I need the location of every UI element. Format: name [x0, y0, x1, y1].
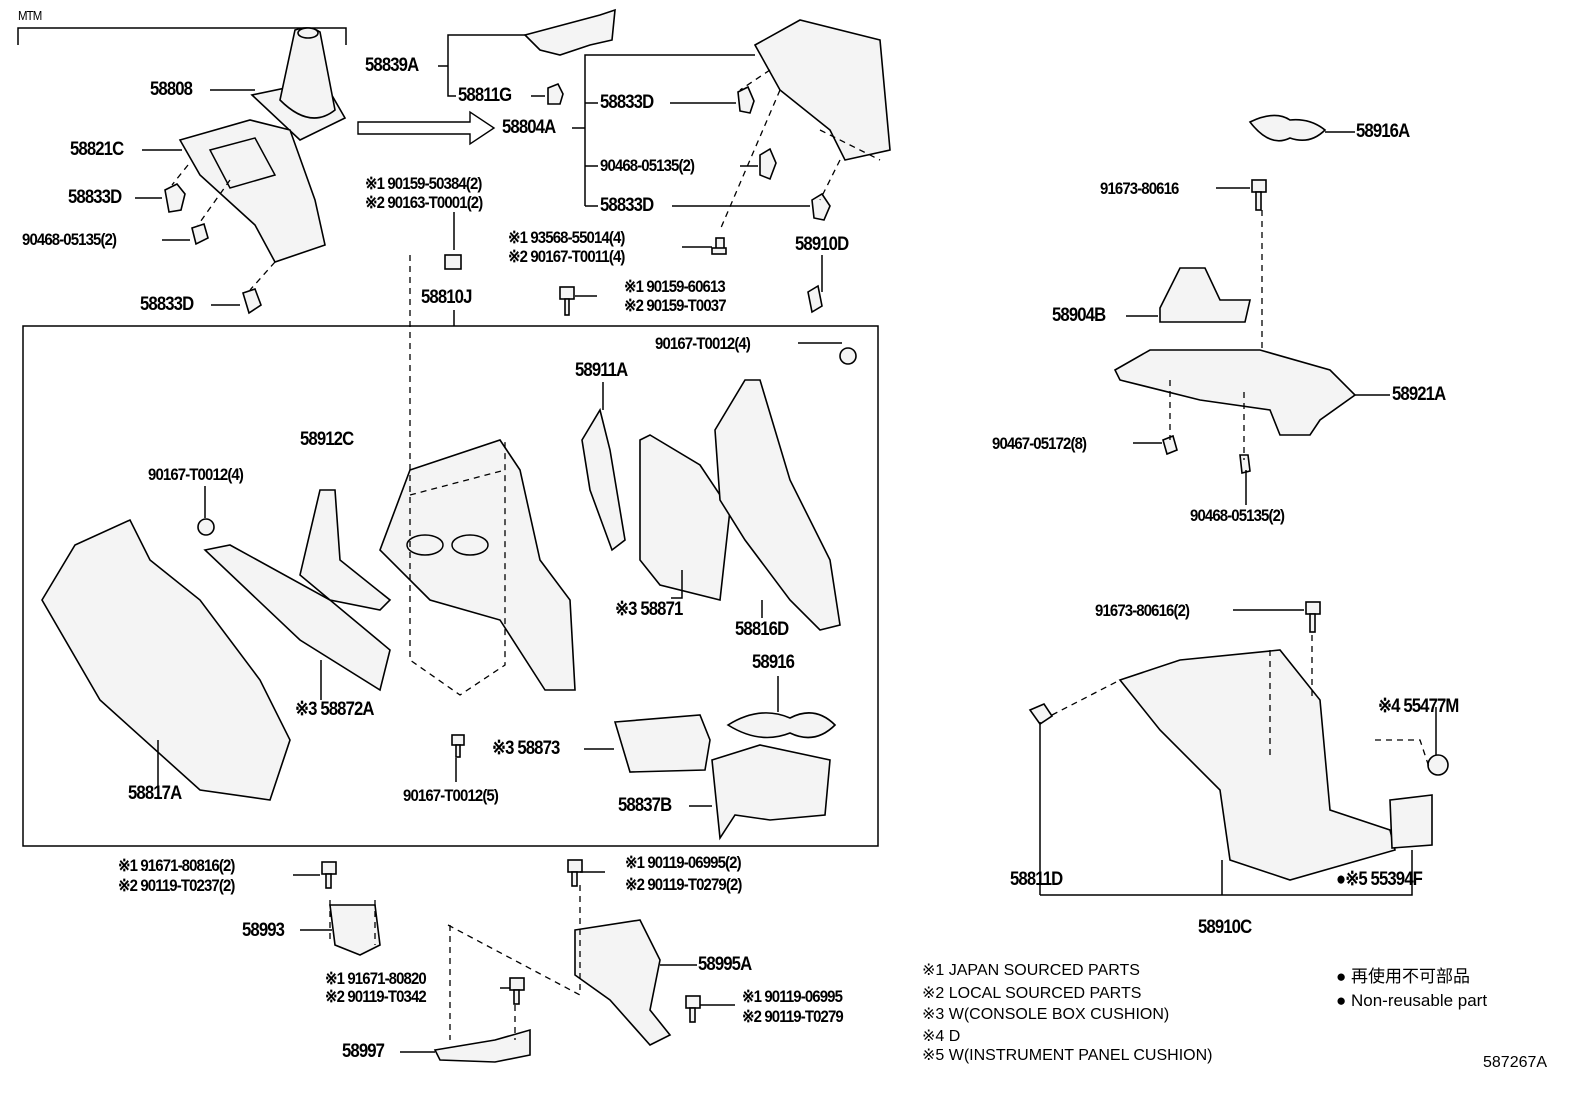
tray-58921a [1113, 349, 1357, 436]
callout-90119-06995: ※1 90119-06995 [742, 987, 843, 1006]
callout-55477m: ※4 55477M [1378, 696, 1459, 717]
callout-58997: 58997 [342, 1041, 385, 1062]
shift-boot-part [250, 27, 347, 141]
legend-note-4: ※4 D [922, 1028, 961, 1045]
callout-90167-t0012: 90167-T0012(4) [148, 465, 244, 484]
cushion-58904b [1159, 267, 1252, 323]
trim-58911a [581, 407, 626, 552]
callout-90167-t0012: 90167-T0012(4) [655, 334, 751, 353]
clip-part [164, 182, 186, 213]
callout-58833d: 58833D [140, 294, 194, 315]
assembly-group-box [22, 325, 879, 847]
callout-58993: 58993 [242, 920, 285, 941]
callout-90167-t0012: 90167-T0012(5) [403, 786, 499, 805]
legend-note-5: ※5 W(INSTRUMENT PANEL CUSHION) [922, 1047, 1213, 1064]
callout-90467-05172: 90467-05172(8) [992, 434, 1087, 453]
callout-58916: 58916 [752, 652, 795, 673]
leader-lines [135, 34, 1437, 1053]
mat-58916 [726, 712, 837, 739]
callout-90468-05135: 90468-05135(2) [1190, 506, 1285, 525]
bracket-58995a [574, 919, 672, 1046]
callout-90468-05135: 90468-05135(2) [22, 230, 117, 249]
callout-58810j: 58810J [421, 287, 472, 308]
callout-90119-t0279: ※2 90119-T0279(2) [625, 875, 742, 894]
callout-58816d: 58816D [735, 619, 789, 640]
legend-non-reusable-en: ● Non-reusable part [1336, 991, 1488, 1010]
cushion-58871 [639, 434, 731, 601]
side-panel-58816d [714, 379, 841, 631]
callout-58821c: 58821C [70, 139, 124, 160]
cushion-58873 [613, 714, 711, 773]
callout-55394f: ●※5 55394F [1336, 869, 1423, 890]
callout-91671-80816: ※1 91671-80816(2) [118, 856, 235, 875]
variant-label-mtm: MTM [18, 8, 42, 23]
callout-90163-t0001: ※2 90163-T0001(2) [365, 193, 483, 212]
callout-58833d: 58833D [600, 92, 654, 113]
panel-58839a [523, 8, 616, 56]
callout-58811d: 58811D [1010, 869, 1063, 890]
callout-58904b: 58904B [1052, 305, 1106, 326]
mtm-bracket [17, 27, 347, 45]
callout-58910c: 58910C [1198, 917, 1252, 938]
console-frame-58810j [379, 439, 576, 691]
cushion-55394f [1389, 794, 1433, 849]
callout-58995a: 58995A [698, 954, 752, 975]
callout-90159-60613: ※1 90159-60613 [624, 277, 726, 296]
callout-58804a: 58804A [502, 117, 556, 138]
side-panel-58817a [41, 518, 291, 801]
legend-note-1: ※1 JAPAN SOURCED PARTS [922, 962, 1140, 979]
console-box-58910c [1118, 649, 1396, 881]
callout-90159-t0037: ※2 90159-T0037 [624, 296, 727, 315]
callout-58912c: 58912C [300, 429, 354, 450]
callout-58817a: 58817A [128, 783, 182, 804]
callout-90119-t0279: ※2 90119-T0279 [742, 1007, 844, 1026]
callout-58839a: 58839A [365, 55, 419, 76]
bracket-58993 [329, 904, 381, 956]
cupholder-58837b [711, 744, 831, 841]
legend-note-2: ※2 LOCAL SOURCED PARTS [922, 985, 1142, 1002]
callout-93568-55014: ※1 93568-55014(4) [508, 228, 625, 247]
callout-58873: ※3 58873 [492, 738, 560, 759]
callout-91673-80616: 91673-80616(2) [1095, 601, 1190, 620]
callout-90119-t0342: ※2 90119-T0342 [325, 987, 427, 1006]
callout-91671-80820: ※1 91671-80820 [325, 969, 427, 988]
legend-non-reusable-jp: ● 再使用不可部品 [1336, 967, 1470, 986]
bracket-58997 [433, 1028, 531, 1063]
callout-91673-80616: 91673-80616 [1100, 179, 1179, 198]
callout-90167-t0011: ※2 90167-T0011(4) [508, 247, 625, 266]
callout-58911a: 58911A [575, 360, 628, 381]
callout-58871: ※3 58871 [615, 599, 683, 620]
callout-58833d: 58833D [600, 195, 654, 216]
callout-58910d: 58910D [795, 234, 849, 255]
figure-id: 587267A [1483, 1054, 1548, 1071]
callout-90468-05135: 90468-05135(2) [600, 156, 695, 175]
shift-bezel-part [178, 119, 326, 263]
clip-part [191, 222, 209, 246]
callout-58872a: ※3 58872A [295, 699, 374, 720]
callout-58833d: 58833D [68, 187, 122, 208]
arrow-icon [357, 110, 496, 146]
legend-note-3: ※3 W(CONSOLE BOX CUSHION) [922, 1006, 1170, 1023]
callout-58916a: 58916A [1356, 121, 1410, 142]
callout-58811g: 58811G [458, 85, 512, 106]
callout-90159-50384: ※1 90159-50384(2) [365, 174, 482, 193]
cushion-58872a [203, 544, 391, 692]
callout-90119-t0237: ※2 90119-T0237(2) [118, 876, 235, 895]
callout-58921a: 58921A [1392, 384, 1446, 405]
screw-parts [197, 179, 1321, 1023]
bracket-58912c [299, 489, 392, 611]
panel-58804a [753, 19, 891, 161]
mat-58916a [1248, 114, 1327, 142]
callout-58837b: 58837B [618, 795, 672, 816]
callout-58808: 58808 [150, 79, 193, 100]
callout-90119-06995: ※1 90119-06995(2) [625, 853, 742, 872]
clip-part [242, 287, 262, 315]
